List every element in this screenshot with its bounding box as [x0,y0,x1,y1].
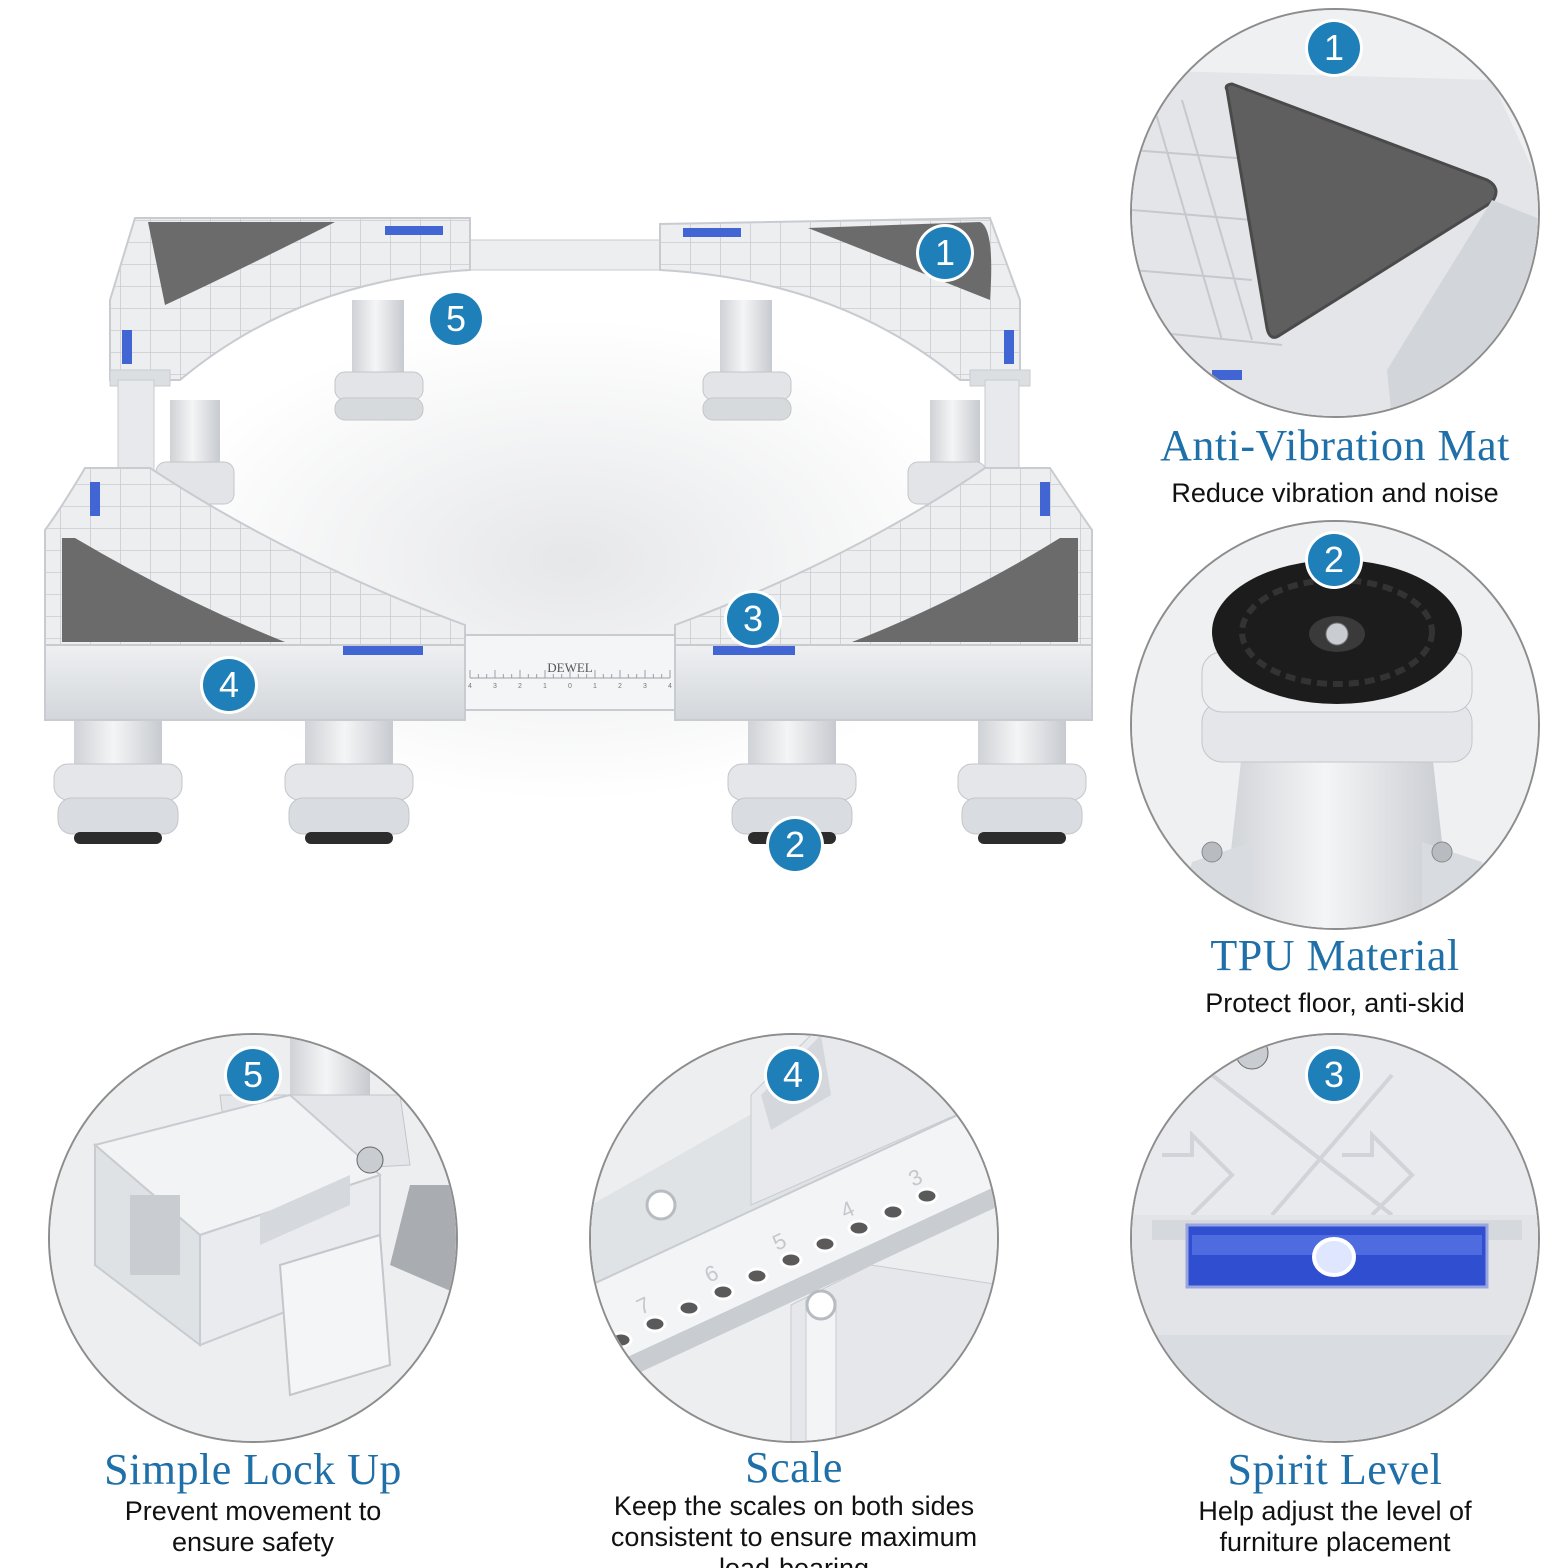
scale-bar: DEWEL 4 3 2 1 0 1 2 3 4 [464,634,676,711]
scale-number: 3 [643,683,647,690]
detail-simple-lock [48,1033,458,1443]
feature-title-level: Spirit Level [1227,1445,1443,1494]
scale-number: 0 [568,683,572,690]
main-badge-4: 4 [203,659,255,711]
detail-spirit-level [1130,1033,1540,1443]
front-legs [53,720,1087,844]
feature-title-anti-vibration: Anti-Vibration Mat [1160,421,1510,470]
scale-number: 4 [468,683,472,690]
feature-title-lock: Simple Lock Up [104,1445,402,1494]
scale-number: 3 [493,683,497,690]
detail-badge-1: 1 [1308,22,1360,74]
scale-hole [643,1315,667,1333]
feature-desc-anti-vibration: Reduce vibration and noise [1171,478,1499,508]
scale-number: 2 [518,683,522,690]
feature-title-tpu: TPU Material [1210,931,1460,980]
scale-hole [711,1283,735,1301]
scale-hole [847,1219,871,1237]
feature-desc-scale: Keep the scales on both sides consistent… [610,1491,978,1568]
main-badge-3: 3 [727,593,779,645]
detail-badge-5: 5 [227,1049,279,1101]
front-frame [44,467,1093,721]
scale-number: 1 [593,683,597,690]
scale-hole [745,1267,769,1285]
detail-badge-4: 4 [767,1049,819,1101]
detail-badge-3: 3 [1308,1049,1360,1101]
scale-hole [779,1251,803,1269]
scale-number: 4 [668,683,672,690]
detail-anti-vibration-mat [1130,8,1540,418]
feature-desc-level: Help adjust the level of furniture place… [1198,1496,1472,1557]
brand-label: DEWEL [547,660,593,675]
main-badge-5: 5 [430,293,482,345]
feature-title-scale: Scale [745,1443,843,1492]
scale-hole [881,1203,905,1221]
scale-number: 1 [543,683,547,690]
feature-desc-tpu: Protect floor, anti-skid [1205,988,1465,1018]
scale-hole [813,1235,837,1253]
scale-hole [915,1187,939,1205]
detail-badge-2: 2 [1308,534,1360,586]
scale-number: 2 [618,683,622,690]
scale-hole [677,1299,701,1317]
main-badge-2: 2 [769,819,821,871]
feature-desc-lock: Prevent movement to ensure safety [124,1496,382,1557]
main-badge-1: 1 [919,227,971,279]
detail-tpu-material [1130,520,1540,930]
